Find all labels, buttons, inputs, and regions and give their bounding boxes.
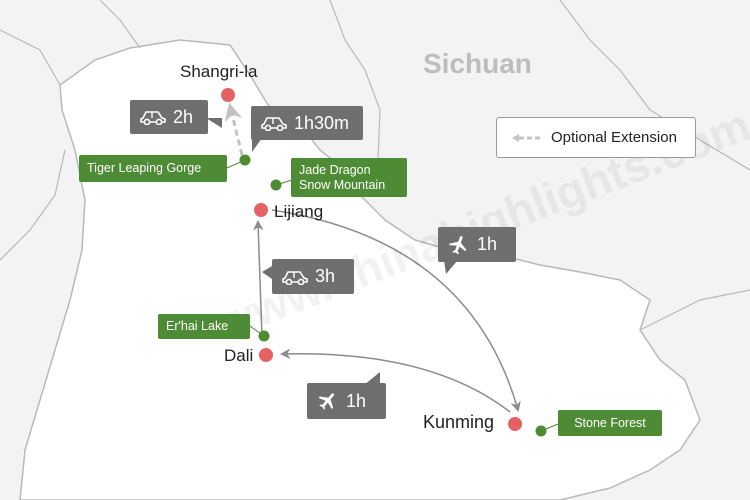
legend-label: Optional Extension bbox=[551, 129, 677, 146]
badge-duration: 1h bbox=[346, 390, 367, 411]
badge-flight-lijiang-kunming: 1h bbox=[438, 227, 516, 262]
badge-car-2h: 2h bbox=[130, 100, 208, 134]
route-optional-lijiang-shangrila bbox=[224, 102, 244, 156]
badge-pointer-flight-lijiang bbox=[444, 260, 458, 274]
city-dot-shangrila[interactable] bbox=[221, 88, 235, 102]
badge-pointer-2h bbox=[206, 118, 222, 128]
site-dot-tiger-leaping[interactable] bbox=[239, 154, 251, 166]
plane-icon bbox=[449, 235, 467, 255]
badge-duration: 2h bbox=[173, 106, 194, 127]
site-dot-erhai[interactable] bbox=[258, 330, 270, 342]
site-dot-jade-dragon[interactable] bbox=[270, 179, 282, 191]
badge-pointer-1h30m bbox=[252, 138, 262, 152]
province-border-west bbox=[0, 149, 66, 261]
badge-pointer-flight-kunming bbox=[364, 372, 380, 385]
jade-dragon-line-1: Jade Dragon bbox=[299, 162, 371, 177]
city-label-lijiang: Lijiang bbox=[274, 202, 324, 221]
badge-duration: 3h bbox=[315, 266, 336, 286]
route-lijiang-kunming bbox=[271, 209, 521, 413]
site-dot-stone-forest[interactable] bbox=[535, 425, 547, 437]
badge-car-1h30m: 1h30m bbox=[251, 106, 363, 140]
city-label-dali: Dali bbox=[224, 346, 254, 365]
attraction-label-stone-forest: Stone Forest bbox=[558, 410, 662, 436]
city-dot-dali[interactable] bbox=[259, 348, 273, 362]
route-dali-lijiang bbox=[253, 219, 264, 339]
badge-flight-kunming-dali: 1h bbox=[307, 383, 386, 419]
badge-pointer-3h bbox=[262, 266, 272, 279]
legend: Optional Extension bbox=[496, 117, 696, 158]
city-dot-kunming[interactable] bbox=[508, 417, 522, 431]
attraction-label-jade-dragon: Jade Dragon Snow Mountain bbox=[291, 158, 407, 197]
car-icon bbox=[261, 117, 287, 131]
plane-icon bbox=[318, 393, 335, 410]
badge-duration: 1h bbox=[477, 234, 498, 254]
jade-dragon-line-2: Snow Mountain bbox=[299, 177, 386, 192]
badge-car-3h: 3h bbox=[272, 259, 354, 294]
region-label-sichuan: Sichuan bbox=[423, 48, 532, 79]
car-icon bbox=[140, 111, 166, 125]
city-dot-lijiang[interactable] bbox=[254, 203, 268, 217]
dashed-arrow-icon bbox=[512, 133, 543, 142]
city-label-kunming: Kunming bbox=[423, 412, 495, 432]
car-icon bbox=[282, 270, 308, 285]
badge-duration: 1h30m bbox=[294, 112, 350, 133]
province-border-east bbox=[559, 0, 750, 331]
city-label-shangrila: Shangri-la bbox=[180, 62, 258, 81]
attraction-label-erhai: Er'hai Lake bbox=[158, 314, 250, 339]
route-kunming-dali bbox=[279, 348, 511, 413]
province-border-southwest bbox=[0, 29, 61, 86]
attraction-label-tiger-leaping: Tiger Leaping Gorge bbox=[79, 155, 227, 182]
